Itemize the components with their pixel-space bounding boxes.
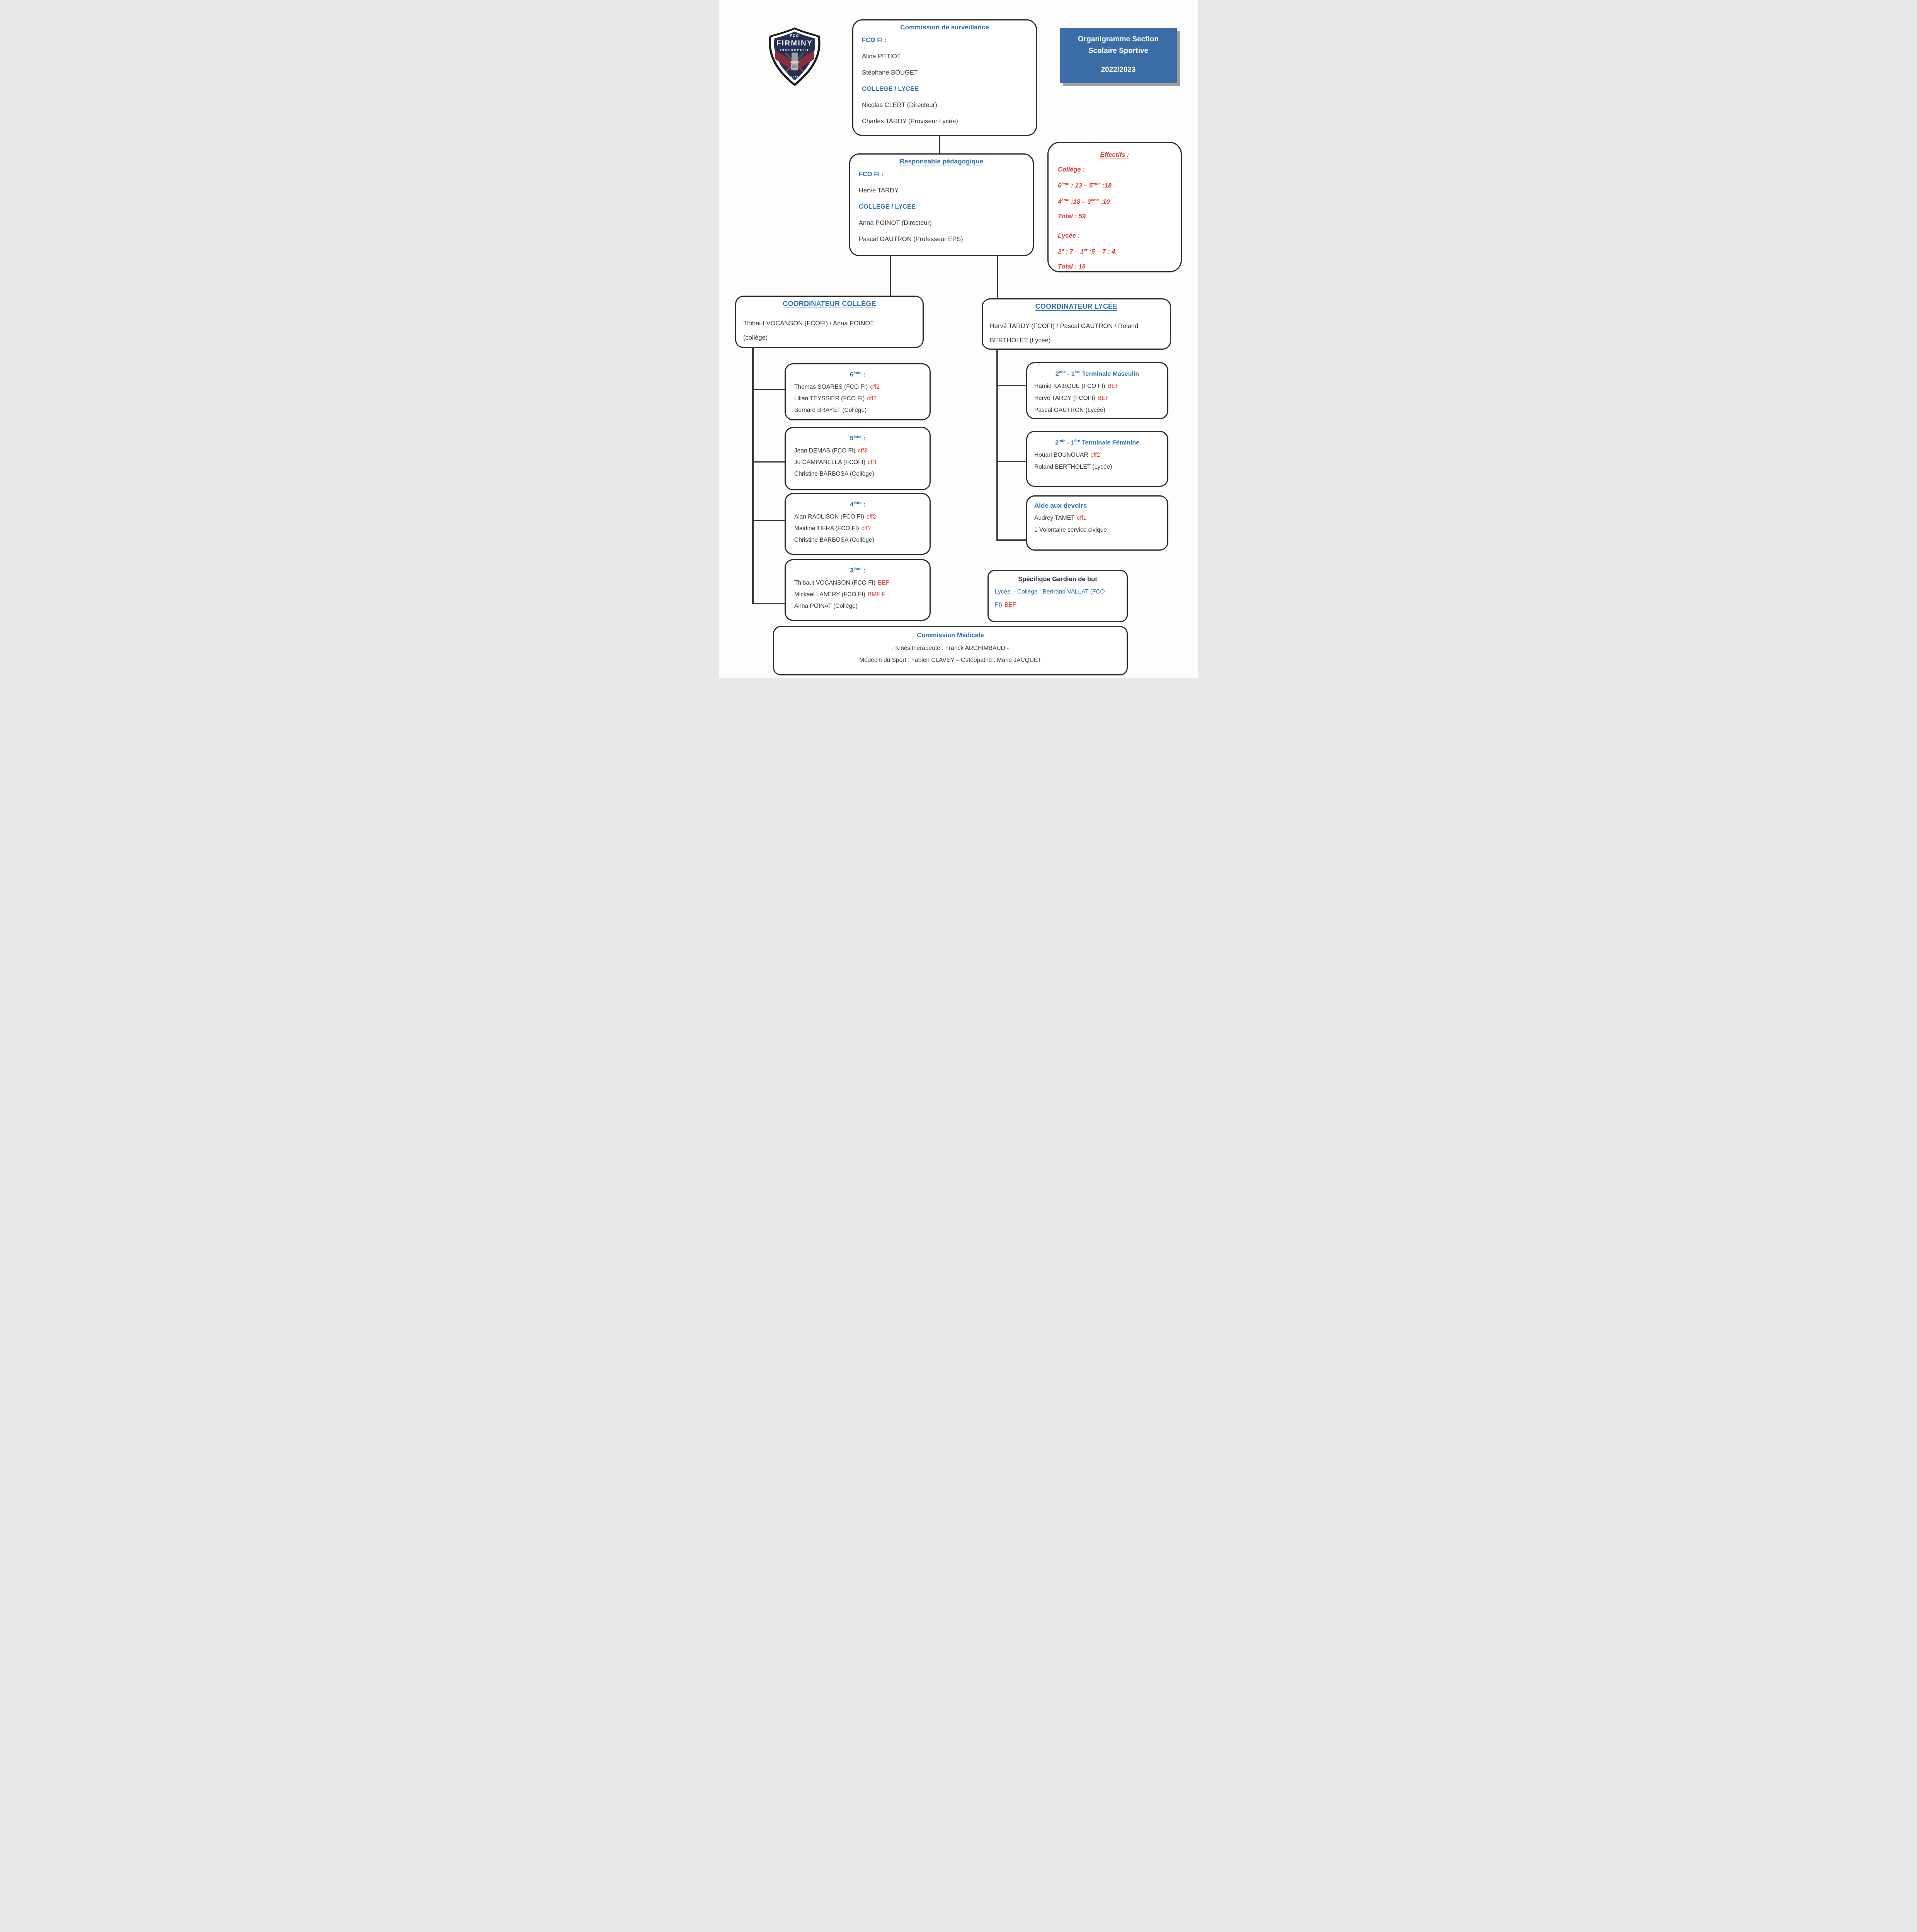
stub-aide <box>998 539 1026 541</box>
box-title: 5ème : <box>850 435 865 442</box>
box-title: 4ème : <box>850 501 865 508</box>
terminale-feminine-box: 2nde - 1ère Terminale Féminine Houari BO… <box>1026 431 1168 487</box>
member-line: Thibaut VOCANSON (FCO FI)BEF <box>794 579 890 586</box>
classe-4eme-box: 4ème : Alan RAOLISON (FCO FI)cff2 Maidin… <box>785 493 931 555</box>
stub-6eme <box>753 389 785 390</box>
group-label: COLLEGE / LYCEE <box>859 203 916 210</box>
effectifs-college-label: Collège : <box>1058 166 1085 173</box>
member-line: Hervé TARDY <box>859 187 899 194</box>
club-logo-fco-firminy: FCO FIRMINY INSERSPORT 1948 <box>769 27 821 86</box>
member-line: Pascal GAUTRON (Professeur EPS) <box>859 236 963 243</box>
connector-responsable-college <box>890 255 891 296</box>
banner-line1: Organigramme Section <box>1078 35 1159 43</box>
coordinator-names: Thibaut VOCANSON (FCOFI) / Anna POINOT (… <box>743 320 874 341</box>
stub-feminine <box>998 461 1026 462</box>
goalkeeper-coach-line: Lycée – Collège : Bertrand VALLAT (FCO F… <box>995 588 1105 608</box>
group-label: COLLEGE / LYCEE <box>862 85 919 92</box>
box-title: Spécifique Gardien de but <box>1018 576 1097 583</box>
member-line: Charles TARDY (Proviseur Lycée) <box>862 118 958 125</box>
terminale-masculin-box: 2nde - 1ère Terminale Masculin Hamid KAI… <box>1026 362 1168 419</box>
commission-surveillance-box: Commission de surveillance FCO FI : Alin… <box>852 19 1037 136</box>
organigramme-page: FCO FIRMINY INSERSPORT 1948 Organigramme… <box>719 0 1198 678</box>
logo-year-text: 1948 <box>791 75 798 78</box>
group-label: FCO FI : <box>862 37 887 44</box>
member-line: Mickael LANERY (FCO FI)BMF F <box>794 591 886 598</box>
trunk-college <box>752 347 754 604</box>
effectifs-lycee-line: 2° : 7 – 1er :5 – T : 4. <box>1058 248 1117 255</box>
member-line: Stéphane BOUGET <box>862 69 918 76</box>
member-line: Hamid KAIBOUE (FCO FI)BEF <box>1034 383 1119 390</box>
member-line: Lilian TEYSSIER (FCO FI)cff2 <box>794 395 877 402</box>
member-line: 1 Volontaire service civique <box>1034 527 1107 533</box>
member-line: Bernard BRAYET (Collège) <box>794 406 867 413</box>
banner-line2: Scolaire Sportive <box>1088 47 1149 55</box>
member-line: Pascal GAUTRON (Lycée) <box>1034 407 1105 414</box>
box-title: 2nde - 1ère Terminale Masculin <box>1055 370 1139 378</box>
box-title: 6ème : <box>850 371 865 378</box>
box-title: COORDINATEUR COLLÈGE <box>783 300 876 308</box>
stub-4eme <box>753 520 785 521</box>
member-line: Christine BARBOSA (Collège) <box>794 470 874 477</box>
effectifs-college-line1: 6ème : 13 – 5ème :18 <box>1058 182 1112 189</box>
logo-name-text: FIRMINY <box>776 39 813 47</box>
member-line: Hervé TARDY (FCOFI)BEF <box>1034 395 1109 402</box>
connector-responsable-lycee <box>997 255 998 299</box>
box-title: Aide aux devoirs <box>1034 502 1087 509</box>
box-title: Commission Médicale <box>917 632 984 639</box>
connector-surveillance-responsable <box>939 136 940 153</box>
effectifs-college-line2: 4ème :18 – 3ème :10 <box>1058 198 1110 206</box>
title-banner: Organigramme Section Scolaire Sportive 2… <box>1060 28 1177 83</box>
member-line: Nicolas CLERT (Directeur) <box>862 102 937 109</box>
trunk-lycee <box>996 349 998 541</box>
member-line: Jean DEMAS (FCO FI)cff3 <box>794 447 868 454</box>
banner-year: 2022/2023 <box>1101 66 1136 74</box>
effectifs-title: Effectifs : <box>1100 151 1129 158</box>
medical-line: . Kinésithérapeute : Franck ARCHIMBAUD - <box>892 645 1009 651</box>
member-line: Thomas SOARES (FCO FI)cff2 <box>794 383 880 390</box>
gardien-de-but-box: Spécifique Gardien de but Lycée – Collèg… <box>987 570 1128 622</box>
medical-line: Médecin du Sport : Fabien CLAVEY – Ostéo… <box>859 657 1042 663</box>
box-title: 3ème : <box>850 567 865 574</box>
logo-sub-text: INSERSPORT <box>780 48 809 52</box>
box-title: 2nde - 1ère Terminale Féminine <box>1055 439 1140 446</box>
stub-3eme <box>753 603 785 604</box>
group-label: FCO FI : <box>859 171 884 178</box>
member-line: Alan RAOLISON (FCO FI)cff2 <box>794 513 876 520</box>
effectifs-box: Effectifs : Collège : 6ème : 13 – 5ème :… <box>1047 142 1182 272</box>
classe-3eme-box: 3ème : Thibaut VOCANSON (FCO FI)BEF Mick… <box>785 559 931 621</box>
member-line: Roland BERTHOLET (Lycée) <box>1034 464 1112 471</box>
responsable-pedagogique-box: Responsable pédagogique FCO FI : Hervé T… <box>849 153 1034 256</box>
member-line: Christine BARBOSA (Collège) <box>794 536 874 543</box>
commission-medicale-box: Commission Médicale . Kinésithérapeute :… <box>773 626 1128 675</box>
box-title: COORDINATEUR LYCÉE <box>1035 303 1118 310</box>
member-line: Aline PETIOT <box>862 53 901 60</box>
stub-5eme <box>753 461 785 463</box>
effectifs-college-total: Total : 59 <box>1058 213 1086 220</box>
effectifs-lycee-total: Total : 16 <box>1058 263 1086 270</box>
stub-masculin <box>998 385 1026 386</box>
member-line: Anna POINOT (Directeur) <box>859 219 932 226</box>
member-line: Anna POINAT (Collège) <box>794 602 858 609</box>
logo-club-text: FCO <box>790 34 800 38</box>
member-line: Maidine TIFRA (FCO FI)cff2 <box>794 525 871 532</box>
classe-5eme-box: 5ème : Jean DEMAS (FCO FI)cff3 Jo CAMPAN… <box>785 427 931 490</box>
effectifs-lycee-label: Lycée : <box>1058 232 1080 239</box>
member-line: Jo CAMPANELLA (FCOFI)cff1 <box>794 459 877 466</box>
coordinateur-lycee-box: COORDINATEUR LYCÉE Hervé TARDY (FCOFI) /… <box>982 298 1171 350</box>
classe-6eme-box: 6ème : Thomas SOARES (FCO FI)cff2 Lilian… <box>785 363 931 420</box>
box-title: Commission de surveillance <box>900 24 989 31</box>
coordinator-names: Hervé TARDY (FCOFI) / Pascal GAUTRON / R… <box>990 323 1139 344</box>
coordinateur-college-box: COORDINATEUR COLLÈGE Thibaut VOCANSON (F… <box>735 296 924 348</box>
box-title: Responsable pédagogique <box>899 158 984 165</box>
